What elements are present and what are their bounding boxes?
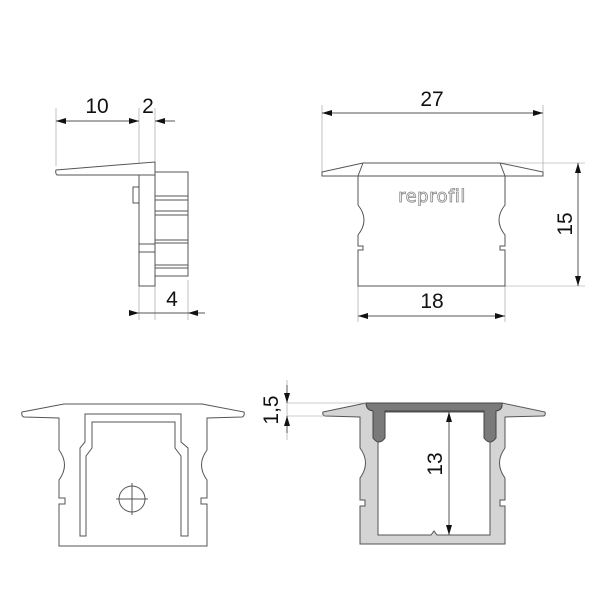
front-body	[357, 175, 506, 287]
reprofil-logo: reprofil	[398, 186, 466, 207]
cap-inner-frame	[79, 413, 189, 537]
dim-label-4: 4	[166, 288, 178, 311]
cap-section-view	[21, 403, 245, 547]
profile-section-view: 1,5 13	[260, 380, 546, 545]
dim-label-2: 2	[142, 95, 154, 118]
side-plate	[138, 174, 156, 287]
dim-label-15: 15	[554, 212, 577, 235]
dim-label-1-5: 1,5	[260, 395, 283, 424]
dim-label-18: 18	[420, 290, 443, 313]
side-block	[154, 171, 189, 277]
side-flange	[55, 161, 156, 176]
cap-outline	[21, 403, 245, 547]
side-view: 10 2 4	[55, 95, 205, 320]
dim-label-10: 10	[85, 95, 108, 118]
diffuser-cover	[365, 402, 503, 443]
dim-label-13: 13	[424, 452, 447, 475]
front-flange	[321, 162, 544, 177]
dim-label-27: 27	[420, 88, 443, 111]
front-view: 27 reprofil 15 18	[321, 88, 585, 322]
